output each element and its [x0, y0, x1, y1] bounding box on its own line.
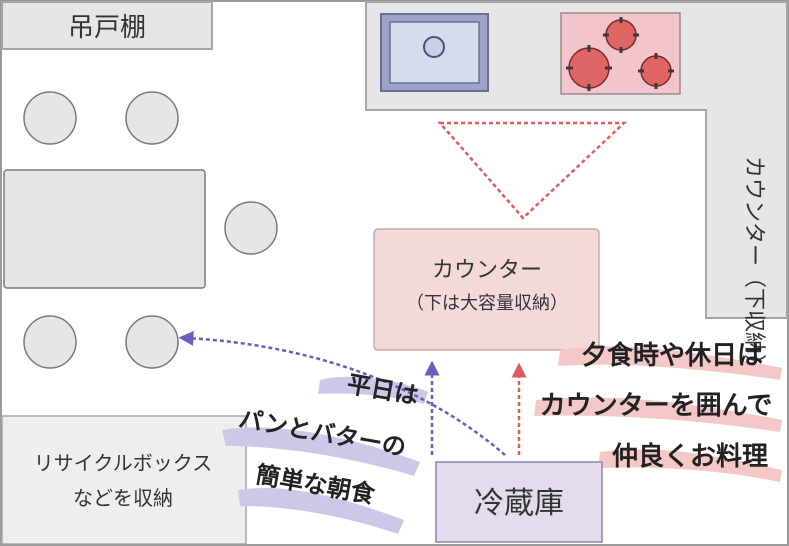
fridge [435, 461, 603, 543]
work-triangle [437, 121, 628, 220]
dining-table [3, 169, 206, 289]
weekend-brush-2 [534, 397, 782, 432]
side-counter-label: カウンター（下収納） [741, 156, 766, 376]
chair-1 [23, 91, 77, 145]
weekday-arrow-to-table [178, 330, 506, 456]
recycle-box-label-line2: などを収納 [73, 486, 173, 510]
weekend-note-line2: カウンターを囲んで [540, 391, 773, 421]
chair-3 [224, 201, 278, 255]
weekend-brush-3 [598, 449, 782, 482]
center-counter-title: カウンター [432, 258, 542, 283]
weekend-note-line1: 夕食時や休日は [581, 340, 763, 371]
weekday-brush-2 [222, 427, 420, 476]
weekend-brush-1 [558, 346, 782, 380]
burner-small-icon [603, 17, 639, 53]
upper-cabinet-label: 吊戸棚 [68, 13, 146, 43]
drain-icon [423, 36, 445, 58]
weekday-brush-1 [318, 376, 428, 404]
weekend-note-line3: 仲良くお料理 [612, 441, 768, 472]
weekday-note-line1: 平日は [345, 370, 421, 410]
upper-cabinet [1, 1, 213, 50]
center-counter [373, 228, 600, 351]
burner-medium-icon [638, 53, 674, 89]
weekday-brush-3 [238, 488, 404, 534]
chair-2 [125, 91, 179, 145]
center-counter-subtitle: （下は大容量収納） [406, 293, 568, 314]
chair-4 [23, 315, 77, 369]
chair-5 [125, 315, 179, 369]
recycle-box-area [1, 415, 247, 545]
recycle-box-label-line1: リサイクルボックス [34, 451, 212, 475]
fridge-label: 冷蔵庫 [474, 486, 564, 521]
burner-large-icon [566, 45, 612, 91]
